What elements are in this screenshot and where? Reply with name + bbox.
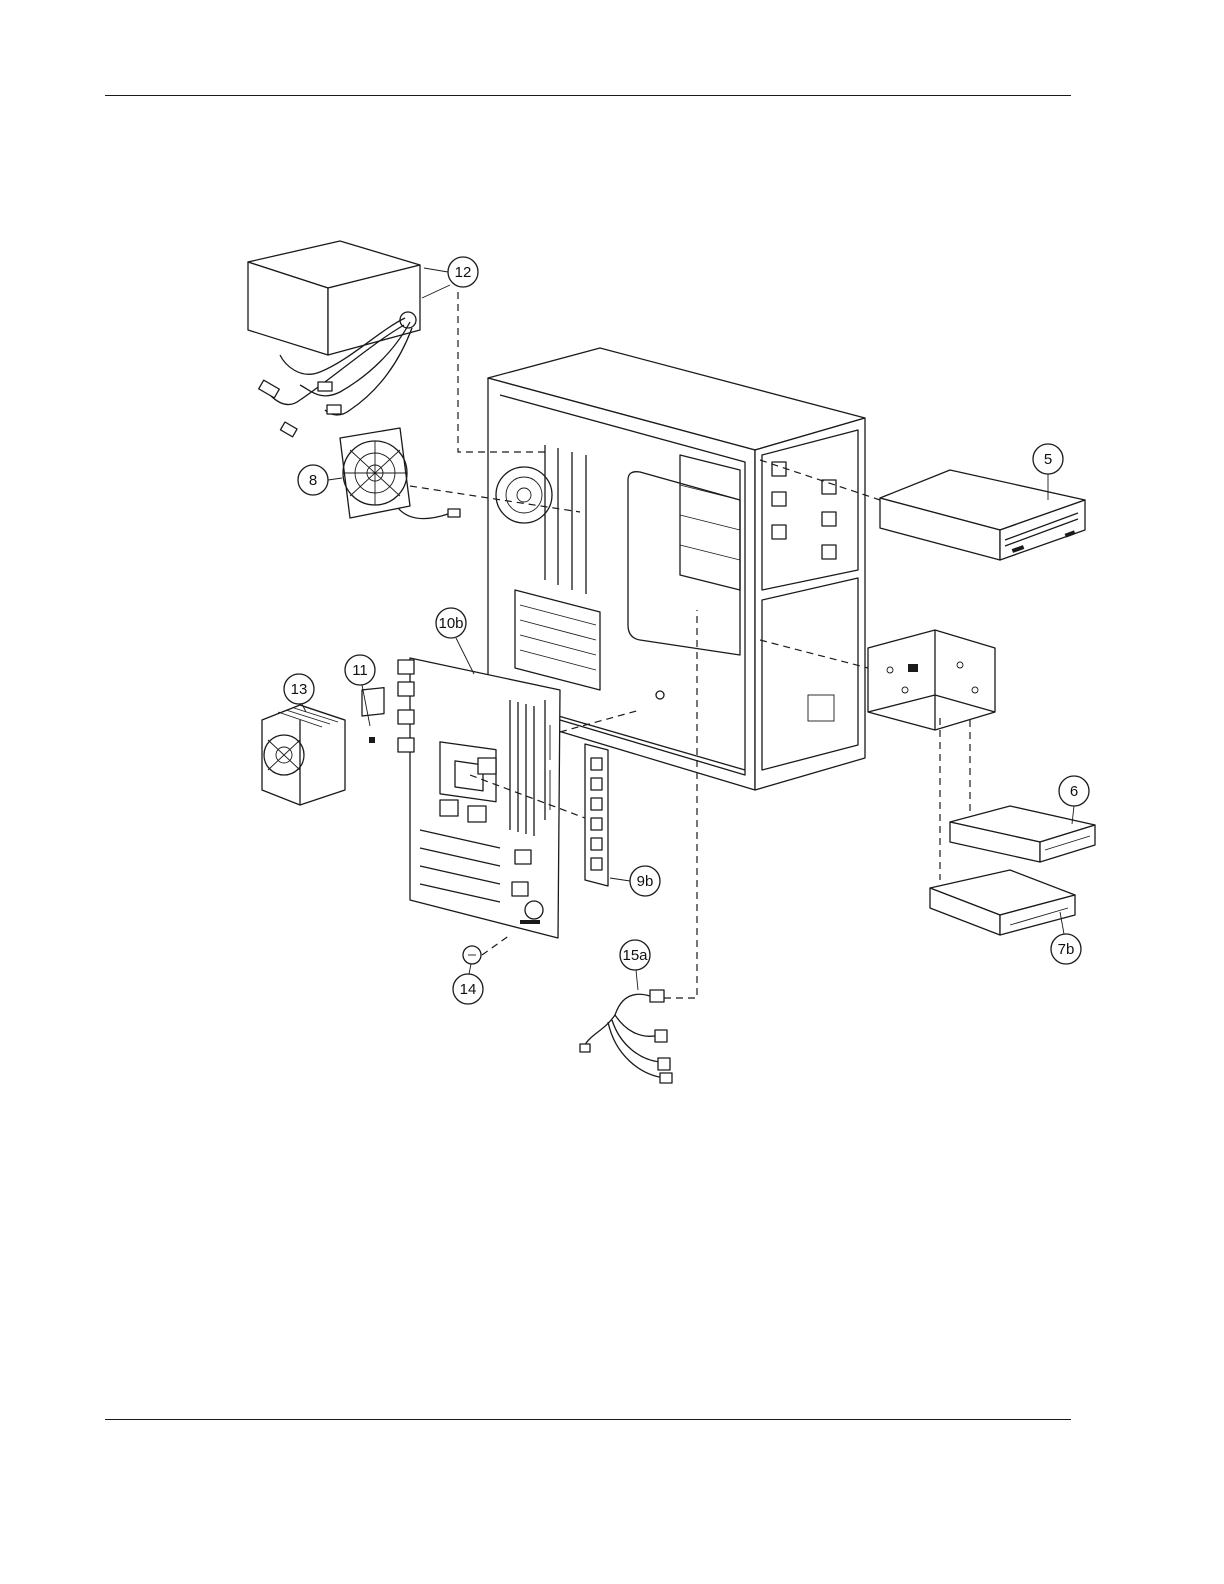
battery-leader (482, 935, 510, 955)
system-fan (340, 428, 460, 519)
callout-6-label: 6 (1070, 783, 1078, 800)
processor-heatsink (262, 705, 345, 805)
system-board (398, 658, 560, 938)
callout-8-label: 8 (309, 472, 317, 489)
memory-module (585, 744, 608, 886)
callout-15a-label: 15a (622, 947, 648, 964)
callout-7b-label: 7b (1058, 941, 1075, 958)
callout-10b-label: 10b (438, 615, 463, 632)
callout-5-label: 5 (1044, 451, 1052, 468)
callout-9b: 9b (610, 866, 660, 896)
callout-9b-label: 9b (637, 873, 654, 890)
battery (463, 946, 481, 964)
callout-13-label: 13 (291, 681, 308, 698)
hard-drive (930, 870, 1075, 935)
power-cable-assembly (580, 990, 672, 1083)
callout-11-label: 11 (352, 662, 368, 679)
drive-cage (868, 630, 995, 730)
callout-12: 12 (424, 257, 478, 287)
callout-8: 8 (298, 465, 342, 495)
processor (362, 688, 384, 743)
power-supply (248, 241, 420, 437)
optical-drive (880, 470, 1085, 560)
callout-12-label: 12 (455, 264, 472, 281)
callout-14-label: 14 (460, 981, 477, 998)
callout-15a: 15a (620, 940, 650, 990)
callout-6: 6 (1059, 776, 1089, 824)
callout-14: 14 (453, 964, 483, 1004)
